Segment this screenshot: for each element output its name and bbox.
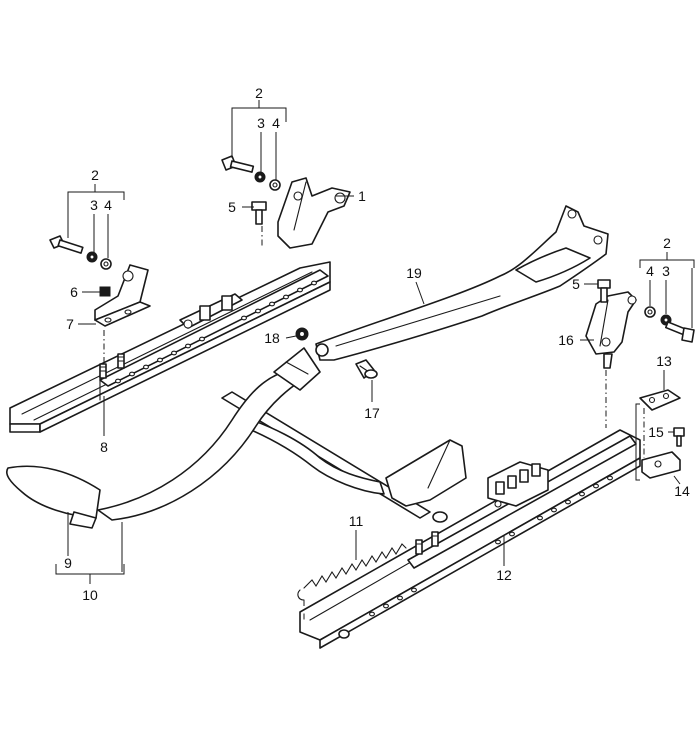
callout-4-left: 4: [104, 197, 112, 213]
callout-12: 12: [496, 567, 512, 583]
callout-15: 15: [648, 424, 664, 440]
callout-4-top: 4: [272, 115, 280, 131]
callout-10: 10: [82, 587, 98, 603]
end-plate: [639, 389, 681, 411]
left-bracket: [94, 264, 151, 327]
callout-2-top: 2: [255, 85, 263, 101]
leader-lines: [55, 100, 695, 584]
end-bracket: [641, 451, 681, 479]
left-bolt-set: [49, 235, 112, 297]
callout-14: 14: [674, 483, 690, 499]
arm-bolt-18: [295, 327, 309, 341]
callout-17: 17: [364, 405, 380, 421]
callout-8: 8: [100, 439, 108, 455]
right-seat-rail: [299, 429, 641, 649]
upper-bracket: [277, 177, 351, 249]
arm-pin-17: [355, 359, 378, 379]
link-arm: [315, 205, 609, 361]
callout-3-top: 3: [257, 115, 265, 131]
callout-3-right: 3: [662, 263, 670, 279]
callout-2-right: 2: [663, 235, 671, 251]
callout-6: 6: [70, 284, 78, 300]
callout-19: 19: [406, 265, 422, 281]
callout-18: 18: [264, 330, 280, 346]
callout-16: 16: [558, 332, 574, 348]
right-bracket: [585, 291, 637, 369]
callout-labels: 2 3 4 5 1 2 3 4 6 7 8 19 18 17 2 4 3 5 1…: [64, 85, 690, 603]
release-lever: [97, 347, 321, 521]
callout-4-right: 4: [646, 263, 654, 279]
callout-5-top: 5: [228, 199, 236, 215]
end-screw: [673, 427, 685, 447]
cross-tube: [221, 391, 467, 523]
callout-7: 7: [66, 316, 74, 332]
return-spring: [297, 543, 407, 601]
upper-bolt-set: [221, 155, 281, 225]
callout-1: 1: [358, 188, 366, 204]
callout-11: 11: [349, 513, 364, 529]
callout-9: 9: [64, 555, 72, 571]
callout-13: 13: [656, 353, 672, 369]
callout-5-right: 5: [572, 276, 580, 292]
callout-2-left: 2: [91, 167, 99, 183]
lever-grip: [6, 465, 101, 529]
left-seat-rail: [9, 261, 331, 433]
callout-3-left: 3: [90, 197, 98, 213]
